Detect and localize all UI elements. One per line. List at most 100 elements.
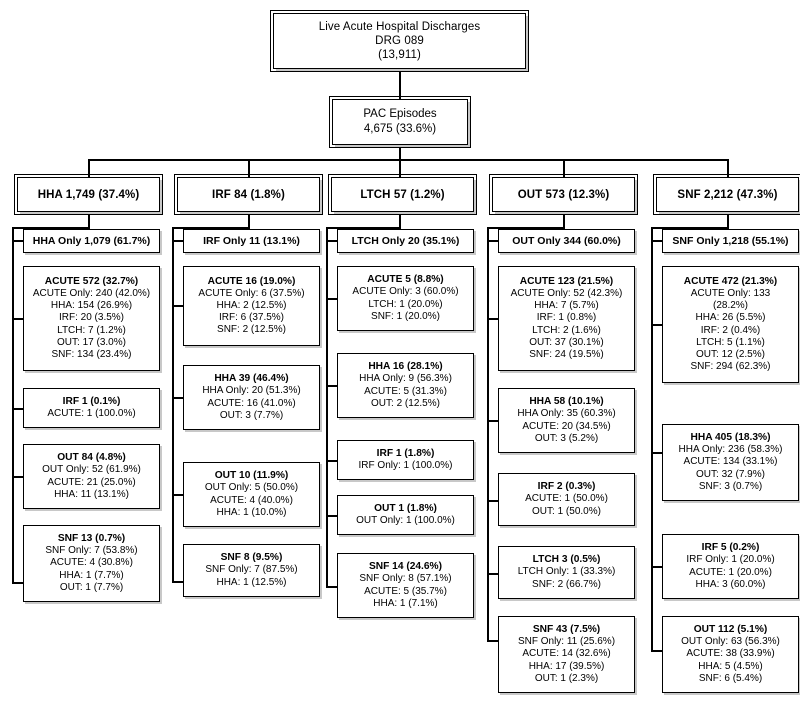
- detail-node-out-acute: ACUTE 123 (21.5%) ACUTE Only: 52 (42.3%)…: [498, 266, 635, 371]
- connector-out-stub-irf: [487, 500, 500, 502]
- detail-header: HHA 39 (46.4%): [214, 373, 289, 385]
- detail-node-hha-out: OUT 84 (4.8%) OUT Only: 52 (61.9%) ACUTE…: [23, 444, 160, 509]
- connector-snf-stub-acute: [651, 324, 664, 326]
- connector-out-stub-ltch: [487, 573, 500, 575]
- detail-line: HHA Only: 9 (56.3%): [359, 373, 452, 385]
- connector-ltch-header-down: [399, 215, 401, 228]
- detail-line: OUT: 32 (7.9%): [696, 468, 765, 480]
- detail-line: HHA Only: 236 (58.3%): [678, 444, 783, 456]
- connector-hha-spine: [12, 227, 14, 583]
- detail-line: OUT: 37 (30.1%): [529, 336, 604, 348]
- category-header-snf-label: SNF 2,212 (47.3%): [677, 188, 778, 201]
- detail-node-irf-acute: ACUTE 16 (19.0%) ACUTE Only: 6 (37.5%) H…: [183, 266, 320, 346]
- detail-header: ACUTE 5 (8.8%): [367, 274, 444, 286]
- detail-node-hha-irf: IRF 1 (0.1%) ACUTE: 1 (100.0%): [23, 388, 160, 428]
- connector-snf-spine: [651, 227, 653, 651]
- only-node-out-label: OUT Only 344 (60.0%): [512, 235, 621, 247]
- detail-line: IRF: 20 (3.5%): [58, 312, 125, 324]
- detail-header: IRF 1 (0.1%): [62, 395, 121, 407]
- detail-line: IRF Only: 1 (20.0%): [686, 554, 775, 566]
- detail-line: ACUTE: 4 (40.0%): [210, 494, 293, 506]
- detail-line: ACUTE: 134 (33.1%): [683, 456, 778, 468]
- connector-irf-stub-only: [172, 240, 185, 242]
- detail-line: SNF Only: 8 (57.1%): [359, 573, 452, 585]
- only-node-snf-label: SNF Only 1,218 (55.1%): [672, 235, 789, 247]
- connector-snf-stub-out: [651, 650, 664, 652]
- detail-line: OUT: 3 (7.7%): [219, 409, 284, 421]
- detail-node-ltch-out: OUT 1 (1.8%) OUT Only: 1 (100.0%): [337, 495, 474, 535]
- detail-node-irf-snf: SNF 8 (9.5%) SNF Only: 7 (87.5%) HHA: 1 …: [183, 544, 320, 597]
- detail-line: ACUTE Only: 3 (60.0%): [352, 286, 459, 298]
- detail-node-snf-out: OUT 112 (5.1%) OUT Only: 63 (56.3%) ACUT…: [662, 616, 799, 693]
- detail-line: ACUTE Only: 6 (37.5%): [198, 287, 305, 299]
- connector-snf-header-elbow: [651, 227, 729, 229]
- detail-line: HHA: 2 (12.5%): [216, 299, 287, 311]
- detail-node-snf-acute: ACUTE 472 (21.3%) ACUTE Only: 133 (28.2%…: [662, 266, 799, 383]
- connector-ltch-stub-only: [326, 240, 339, 242]
- detail-header: SNF 43 (7.5%): [532, 624, 601, 636]
- detail-node-hha-acute: ACUTE 572 (32.7%) ACUTE Only: 240 (42.0%…: [23, 266, 160, 371]
- detail-node-irf-out: OUT 10 (11.9%) OUT Only: 5 (50.0%) ACUTE…: [183, 462, 320, 527]
- detail-line: HHA: 5 (4.5%): [698, 660, 763, 672]
- detail-line: ACUTE: 21 (25.0%): [47, 476, 136, 488]
- connector-bus-drop-hha: [88, 159, 90, 177]
- detail-line: SNF Only: 7 (53.8%): [45, 545, 138, 557]
- detail-node-ltch-hha: HHA 16 (28.1%) HHA Only: 9 (56.3%) ACUTE…: [337, 353, 474, 418]
- detail-header: IRF 2 (0.3%): [537, 481, 596, 493]
- detail-header: IRF 5 (0.2%): [701, 542, 760, 554]
- detail-line: SNF: 6 (5.4%): [698, 672, 763, 684]
- only-node-out: OUT Only 344 (60.0%): [498, 229, 635, 253]
- connector-bus-drop-ltch: [399, 159, 401, 177]
- detail-line: SNF Only: 7 (87.5%): [205, 564, 298, 576]
- detail-line: HHA: 1 (7.1%): [373, 597, 438, 609]
- detail-line: ACUTE: 1 (50.0%): [525, 493, 608, 505]
- pac-line-1: PAC Episodes: [363, 108, 437, 120]
- detail-node-ltch-acute: ACUTE 5 (8.8%) ACUTE Only: 3 (60.0%) LTC…: [337, 266, 474, 331]
- detail-line: ACUTE: 20 (34.5%): [522, 420, 611, 432]
- detail-line: HHA: 1 (12.5%): [216, 576, 287, 588]
- connector-irf-spine: [172, 227, 174, 582]
- detail-header: OUT 10 (11.9%): [214, 470, 289, 482]
- detail-line: LTCH: 2 (1.6%): [532, 324, 601, 336]
- connector-bus-drop-irf: [248, 159, 250, 177]
- connector-hha-stub-acute: [12, 318, 25, 320]
- connector-hha-stub-irf: [12, 408, 25, 410]
- root-node-live-acute-hospital-discharges: Live Acute Hospital Discharges DRG 089 (…: [269, 9, 530, 73]
- pac-episodes-node: PAC Episodes 4,675 (33.6%): [328, 95, 472, 149]
- connector-irf-stub-out: [172, 494, 185, 496]
- detail-header: HHA 58 (10.1%): [529, 396, 604, 408]
- detail-line: IRF Only: 1 (100.0%): [358, 460, 453, 471]
- category-header-irf: IRF 84 (1.8%): [173, 173, 324, 216]
- root-line-1: Live Acute Hospital Discharges: [318, 21, 481, 33]
- category-header-hha: HHA 1,749 (37.4%): [13, 173, 164, 216]
- connector-pac-down: [399, 148, 401, 160]
- detail-node-snf-irf: IRF 5 (0.2%) IRF Only: 1 (20.0%) ACUTE: …: [662, 534, 799, 599]
- category-header-ltch-label: LTCH 57 (1.2%): [360, 188, 445, 201]
- connector-bus-drop-out: [563, 159, 565, 177]
- detail-line: IRF: 6 (37.5%): [218, 312, 285, 324]
- detail-node-hha-snf: SNF 13 (0.7%) SNF Only: 7 (53.8%) ACUTE:…: [23, 525, 160, 602]
- detail-header: ACUTE 572 (32.7%): [44, 276, 139, 288]
- detail-line: ACUTE: 16 (41.0%): [207, 397, 296, 409]
- connector-ltch-stub-irf: [326, 460, 339, 462]
- detail-line: ACUTE: 5 (31.3%): [364, 385, 447, 397]
- detail-line: OUT Only: 5 (50.0%): [204, 482, 299, 494]
- detail-line: OUT: 1 (2.3%): [534, 672, 599, 684]
- detail-header: SNF 14 (24.6%): [368, 561, 443, 573]
- detail-node-irf-hha: HHA 39 (46.4%) HHA Only: 20 (51.3%) ACUT…: [183, 365, 320, 430]
- detail-line: OUT Only: 63 (56.3%): [681, 636, 780, 648]
- detail-line: OUT Only: 1 (100.0%): [356, 515, 455, 526]
- connector-out-stub-acute: [487, 318, 500, 320]
- detail-line: ACUTE: 14 (32.6%): [522, 648, 611, 660]
- connector-hha-header-elbow: [12, 227, 90, 229]
- connector-snf-stub-hha: [651, 452, 664, 454]
- category-header-hha-label: HHA 1,749 (37.4%): [37, 188, 140, 201]
- connector-ltch-header-elbow: [326, 227, 401, 229]
- connector-hha-header-down: [88, 215, 90, 228]
- connector-bus-drop-snf: [727, 159, 729, 177]
- detail-node-ltch-snf: SNF 14 (24.6%) SNF Only: 8 (57.1%) ACUTE…: [337, 553, 474, 618]
- detail-line: SNF Only: 11 (25.6%): [517, 636, 616, 648]
- detail-line: OUT: 2 (12.5%): [371, 397, 440, 409]
- connector-snf-header-down: [727, 215, 729, 228]
